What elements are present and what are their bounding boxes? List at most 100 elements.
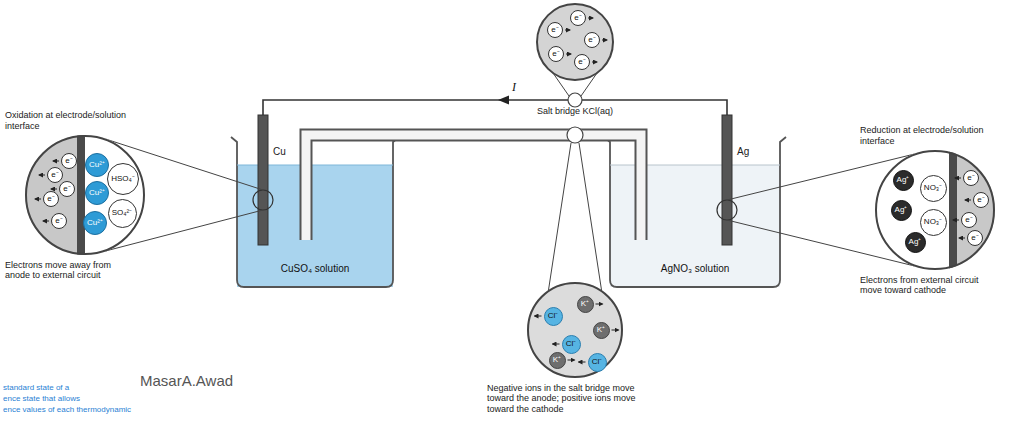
copper-ion: Cu²⁺	[85, 181, 109, 205]
electron: e⁻	[61, 153, 77, 169]
motion-arrow	[566, 54, 571, 55]
copper-electrode	[258, 115, 268, 245]
ion-symbol: Cu²⁺	[89, 161, 105, 169]
ion-symbol: Cu²⁺	[89, 189, 105, 197]
motion-arrow	[588, 18, 593, 19]
callout-text: Negative ions in the salt bridge move to…	[487, 383, 663, 414]
chloride-ion: Cl⁻	[562, 335, 581, 354]
electron: e⁻	[43, 191, 59, 207]
magnifier-outline	[528, 283, 622, 377]
beaker: CuSO₄ solution	[235, 138, 395, 288]
ion-symbol: e⁻	[967, 174, 974, 182]
electron: e⁻	[47, 167, 63, 183]
ion-symbol: Cu²⁺	[87, 219, 103, 227]
beaker	[604, 137, 786, 287]
silver-electrode	[722, 115, 732, 245]
electron: e⁻	[574, 54, 590, 70]
page-text-fragment: ence state that allows	[3, 395, 80, 404]
motion-arrow	[535, 316, 542, 317]
motion-arrow	[35, 199, 41, 200]
ion-symbol: NO₃⁻	[924, 218, 942, 226]
current-arrow	[498, 96, 509, 105]
beaker: AgNO₃ solution	[608, 138, 782, 288]
magnified-view: Ag⁺Ag⁺Ag⁺NO₃⁻NO₃⁻e⁻e⁻e⁻e⁻Reduction at el…	[875, 150, 995, 270]
ion-symbol: K⁺	[581, 300, 589, 308]
magnified-view: Cl⁻Cl⁻Cl⁻K⁺K⁺K⁺Negative ions in the salt…	[527, 282, 623, 378]
electron: e⁻	[973, 192, 989, 208]
magnifier-outline	[26, 136, 144, 254]
magnified-region	[77, 135, 85, 255]
ion-symbol: e⁻	[971, 234, 978, 242]
ion-symbol: e⁻	[51, 171, 58, 179]
anion: SO₄²⁻	[108, 199, 137, 228]
motion-arrow	[965, 200, 971, 201]
ion-symbol: Ag⁺	[895, 206, 908, 214]
motion-arrow	[553, 344, 560, 345]
motion-arrow	[51, 189, 57, 190]
magnified-region	[25, 135, 77, 255]
motion-arrow	[612, 330, 619, 331]
page-text-fragment: standard state of a	[3, 384, 69, 393]
electron: e⁻	[547, 22, 563, 38]
salt-bridge	[306, 135, 641, 240]
silver-ion: Ag⁺	[891, 200, 912, 221]
callout-text: Oxidation at electrode/solution interfac…	[5, 110, 135, 131]
salt-bridge-fill	[306, 135, 641, 240]
magnified-view: e⁻e⁻e⁻e⁻e⁻Cu²⁺Cu²⁺Cu²⁺HSO₄⁻SO₄²⁻Oxidatio…	[25, 135, 145, 255]
ion-symbol: e⁻	[552, 50, 559, 58]
electrode-label: Ag	[737, 146, 749, 157]
zoom-spot	[253, 190, 273, 210]
silver-ion: Ag⁺	[905, 232, 926, 253]
ion-symbol: NO₃⁻	[924, 184, 942, 192]
ion-symbol: e⁻	[588, 36, 595, 44]
motion-arrow	[579, 362, 586, 363]
external-wire	[263, 100, 727, 115]
motion-arrow	[955, 178, 961, 179]
copper-ion: Cu²⁺	[85, 153, 109, 177]
magnified-region	[949, 150, 957, 270]
ion-symbol: K⁺	[553, 356, 561, 364]
solution-label: CuSO₄ solution	[235, 263, 395, 275]
ion-symbol: SO₄²⁻	[112, 209, 133, 217]
electron: e⁻	[967, 230, 983, 246]
zoom-spot	[717, 200, 737, 220]
ion-symbol: e⁻	[551, 26, 558, 34]
ion-symbol: Cl⁻	[592, 358, 603, 366]
copper-ion: Cu²⁺	[83, 211, 107, 235]
solution-label: AgNO₃ solution	[608, 263, 782, 275]
ion-symbol: Cl⁻	[548, 312, 559, 320]
magnified-region	[875, 150, 995, 270]
motion-arrow	[596, 304, 603, 305]
magnified-region	[25, 135, 145, 255]
potassium-ion: K⁺	[549, 352, 566, 369]
ion-symbol: e⁻	[977, 196, 984, 204]
magnifier-outline	[876, 151, 994, 269]
silver-ion: Ag⁺	[893, 170, 914, 191]
motion-arrow	[565, 30, 570, 31]
motion-arrow	[43, 221, 49, 222]
anion: NO₃⁻	[920, 209, 947, 236]
electrode-label: Cu	[273, 146, 286, 157]
ion-symbol: e⁻	[965, 216, 972, 224]
motion-arrow	[953, 220, 959, 221]
ion-symbol: e⁻	[578, 58, 585, 66]
ion-symbol: Ag⁺	[897, 176, 910, 184]
electron: e⁻	[59, 181, 75, 197]
electron: e⁻	[961, 212, 977, 228]
anion: HSO₄⁻	[107, 163, 139, 195]
magnifier-cone	[549, 143, 572, 290]
electron: e⁻	[51, 213, 67, 229]
watermark: MasarA.Awad	[140, 373, 233, 390]
motion-arrow	[568, 360, 575, 361]
motion-arrow	[39, 175, 45, 176]
ion-symbol: Ag⁺	[909, 238, 922, 246]
motion-arrow	[959, 238, 965, 239]
ion-symbol: HSO₄⁻	[111, 175, 135, 183]
chloride-ion: Cl⁻	[588, 353, 607, 372]
potassium-ion: K⁺	[577, 296, 594, 313]
chloride-ion: Cl⁻	[544, 307, 563, 326]
potassium-ion: K⁺	[593, 322, 610, 339]
ion-symbol: e⁻	[47, 195, 54, 203]
ion-symbol: e⁻	[55, 217, 62, 225]
